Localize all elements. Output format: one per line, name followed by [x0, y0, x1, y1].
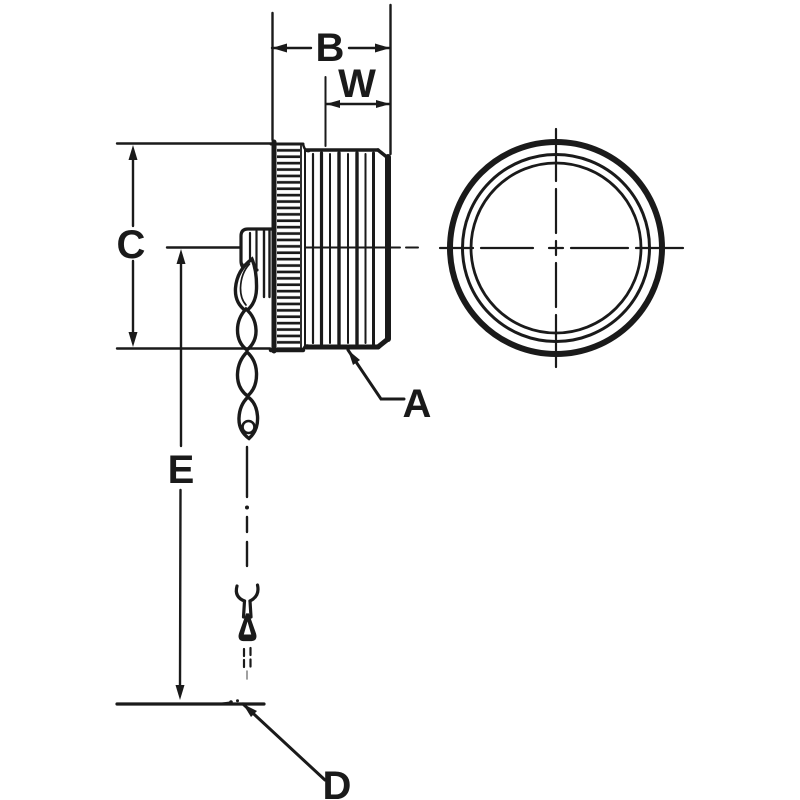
arrowhead — [272, 43, 287, 53]
arrowhead — [128, 332, 138, 347]
chain-link — [235, 349, 259, 399]
bead-chain — [233, 256, 260, 441]
label-d: D — [323, 764, 352, 800]
chain-link-eye — [241, 419, 256, 435]
arrowhead — [326, 100, 340, 108]
chain-link — [235, 306, 258, 353]
end-fitting-dashes — [242, 646, 252, 669]
arrowhead — [348, 350, 360, 365]
chain-link-inner — [239, 263, 251, 306]
arrowhead — [375, 43, 390, 53]
chain-phantom-line — [245, 445, 249, 568]
leader-a — [346, 348, 406, 401]
chain-end-fitting — [234, 583, 260, 680]
arrowhead — [243, 704, 257, 717]
dimension-w — [324, 76, 392, 147]
label-b: B — [316, 26, 345, 70]
dimension-e — [115, 246, 266, 706]
chain-link — [233, 256, 259, 314]
arrowhead — [376, 100, 390, 108]
knurl-hatching — [277, 146, 300, 349]
leader-d — [241, 702, 327, 782]
arrowhead — [176, 249, 186, 264]
label-c: C — [117, 223, 146, 267]
dimension-b — [270, 3, 392, 156]
label-w: W — [338, 62, 376, 106]
side-view — [221, 139, 419, 705]
knurl-band — [268, 139, 306, 354]
labels: B W C E A D — [117, 26, 432, 800]
label-e: E — [168, 448, 195, 492]
arrowhead — [175, 685, 185, 700]
dimension-c — [115, 142, 273, 350]
arrowhead — [128, 145, 138, 160]
label-a: A — [403, 382, 432, 426]
front-view — [438, 127, 685, 369]
